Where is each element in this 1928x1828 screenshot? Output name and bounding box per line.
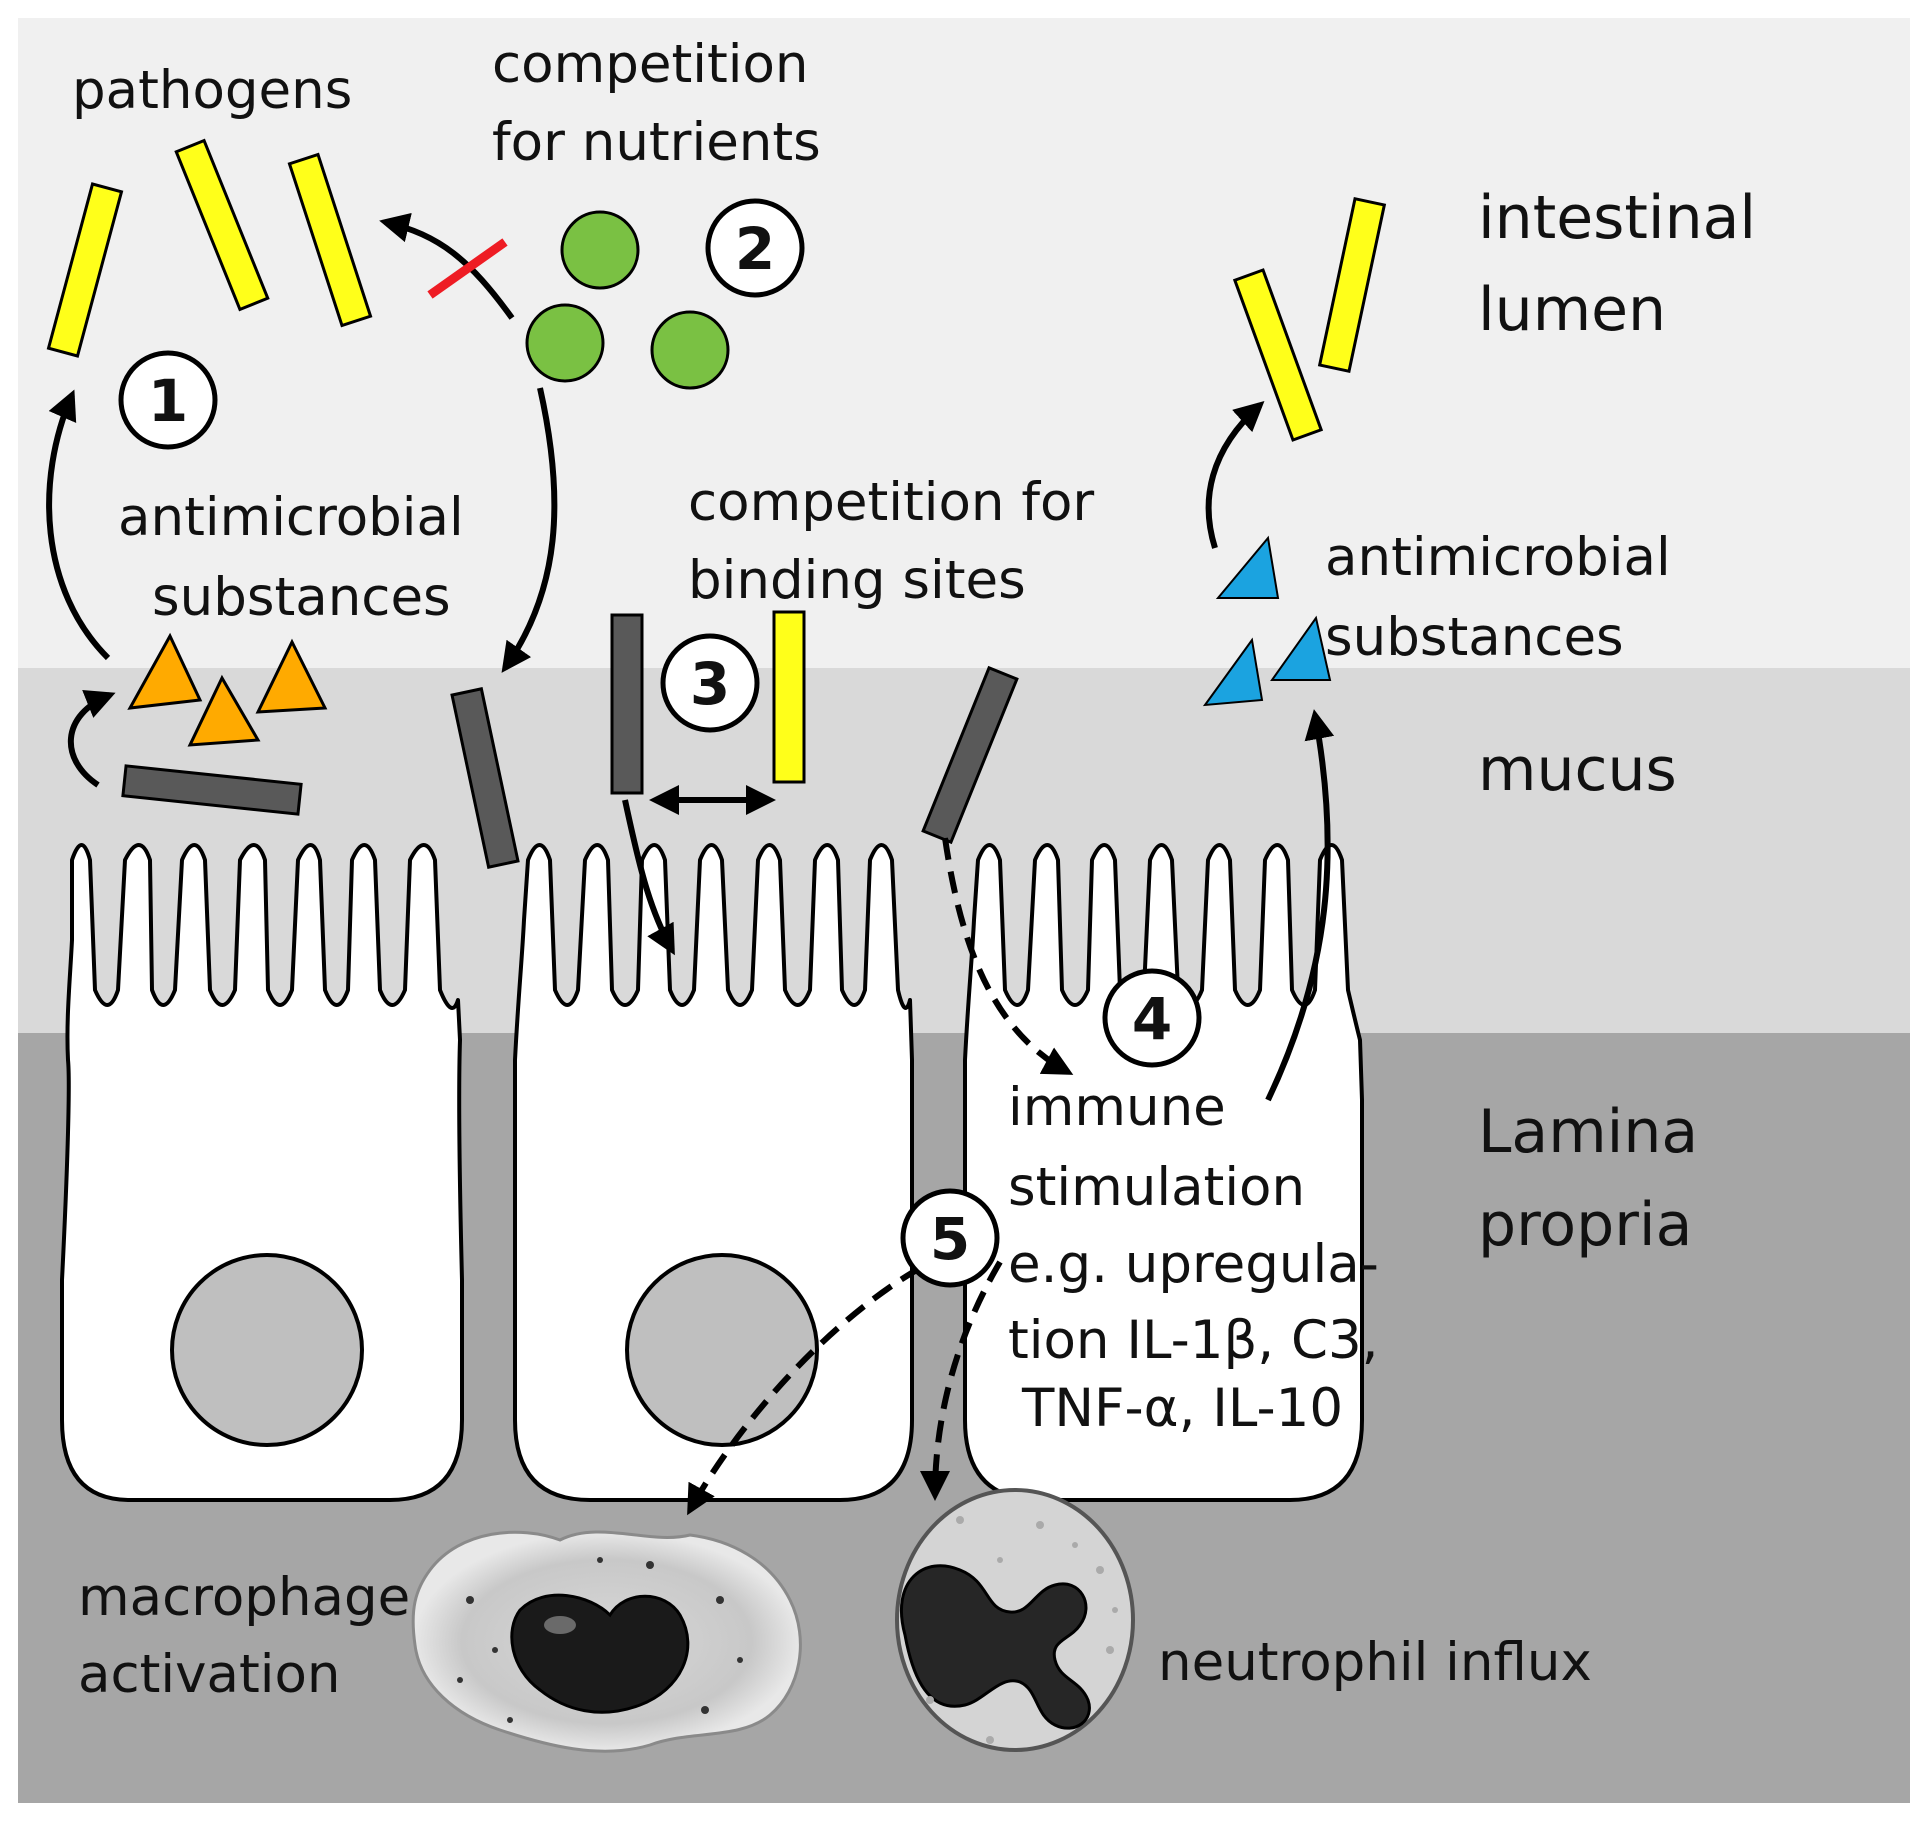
label-competition-binding-1: competition for [688, 472, 1094, 533]
pathogen-group-left [46, 138, 373, 358]
label-macrophage-1: macrophage [78, 1567, 410, 1628]
arrow-rod-to-cell [622, 799, 675, 956]
pathogen-rod [46, 182, 124, 358]
label-competition-nutrients-1: competition [492, 34, 808, 95]
coccus [525, 303, 605, 383]
svg-text:5: 5 [930, 1205, 970, 1273]
svg-text:3: 3 [690, 650, 730, 718]
label-antimicrobial-right-1: antimicrobial [1325, 527, 1671, 588]
label-immune-3: e.g. upregula- [1008, 1234, 1379, 1295]
nucleus-1 [170, 1253, 364, 1447]
label-immune-5: TNF-α, IL-10 [1021, 1378, 1343, 1439]
probiotic-rod [450, 687, 520, 869]
probiotic-rods [121, 613, 1019, 869]
antimicrobial-triangle [1215, 535, 1280, 599]
antimicrobial-triangle [255, 638, 328, 714]
label-antimicrobial-right-2: substances [1325, 607, 1624, 668]
svg-text:1: 1 [148, 367, 188, 435]
pathogen-rod [1232, 268, 1324, 442]
arrows [46, 212, 1335, 1102]
step-4: 4 [1102, 968, 1202, 1068]
label-pathogens: pathogens [72, 60, 352, 121]
probiotic-rod [610, 613, 644, 795]
zone-label-lumen-2: lumen [1478, 275, 1666, 345]
step-2: 2 [705, 198, 805, 298]
arrow-rod-to-immune [942, 837, 1074, 1075]
label-neutrophil: neutrophil influx [1158, 1632, 1592, 1693]
zone-label-lumen-1: intestinal [1478, 183, 1756, 253]
arrow-antimicrobial-to-pathogen [46, 389, 111, 661]
arrow-coccus-blocked [379, 212, 515, 320]
pathogen-rod [174, 138, 270, 312]
dashed-arrows [687, 837, 1074, 1516]
pathogen-rod [1317, 196, 1387, 374]
zone-label-mucus: mucus [1478, 735, 1677, 805]
arrow-to-macrophage [687, 1265, 922, 1516]
svg-text:4: 4 [1132, 985, 1172, 1053]
coccus [560, 210, 640, 290]
step-1: 1 [118, 350, 218, 450]
arrow-rod-secretes [67, 690, 116, 788]
pathogen-rod-binding [772, 610, 806, 784]
step-3: 3 [660, 633, 760, 733]
svg-text:2: 2 [735, 215, 775, 283]
zone-label-lamina-1: Lamina [1478, 1097, 1698, 1167]
coccus [650, 310, 730, 390]
label-antimicrobial-left-1: antimicrobial [118, 487, 464, 548]
arrow-cell-to-blue [1265, 709, 1335, 1102]
label-competition-nutrients-2: for nutrients [492, 112, 821, 173]
probiotic-rod [921, 665, 1019, 845]
label-immune-4: tion IL-1β, C3, [1008, 1310, 1379, 1371]
red-x-block-icon [427, 238, 508, 299]
lumen-zone [18, 18, 1910, 668]
antimicrobial-triangle [187, 674, 261, 747]
probiotic-rod [121, 764, 303, 816]
probiotic-cocci [525, 210, 730, 390]
macrophage-cell-icon [411, 1530, 802, 1753]
label-immune-1: immune [1008, 1077, 1226, 1138]
neutrophil-cell-icon [895, 1488, 1135, 1752]
antimicrobial-triangle [127, 632, 203, 710]
step-5: 5 [900, 1188, 1000, 1288]
antimicrobial-triangle [1202, 637, 1264, 707]
nucleus-2 [625, 1253, 819, 1447]
antimicrobial-orange [127, 632, 328, 747]
label-macrophage-2: activation [78, 1644, 341, 1705]
pathogen-rod [287, 152, 373, 328]
antimicrobial-blue [1202, 535, 1332, 707]
arrow-to-neutrophil [920, 1260, 1003, 1501]
arrow-blue-to-pathogen [1205, 400, 1265, 549]
zone-label-lamina-2: propria [1478, 1190, 1692, 1260]
label-antimicrobial-left-2: substances [152, 567, 451, 628]
step-markers: 1 2 3 4 5 [118, 198, 1202, 1288]
label-immune-2: stimulation [1008, 1157, 1305, 1218]
antimicrobial-triangle [1270, 615, 1332, 681]
arrow-coccus-to-mucus [501, 387, 558, 673]
label-competition-binding-2: binding sites [688, 550, 1026, 611]
pathogen-group-right [1232, 196, 1387, 442]
